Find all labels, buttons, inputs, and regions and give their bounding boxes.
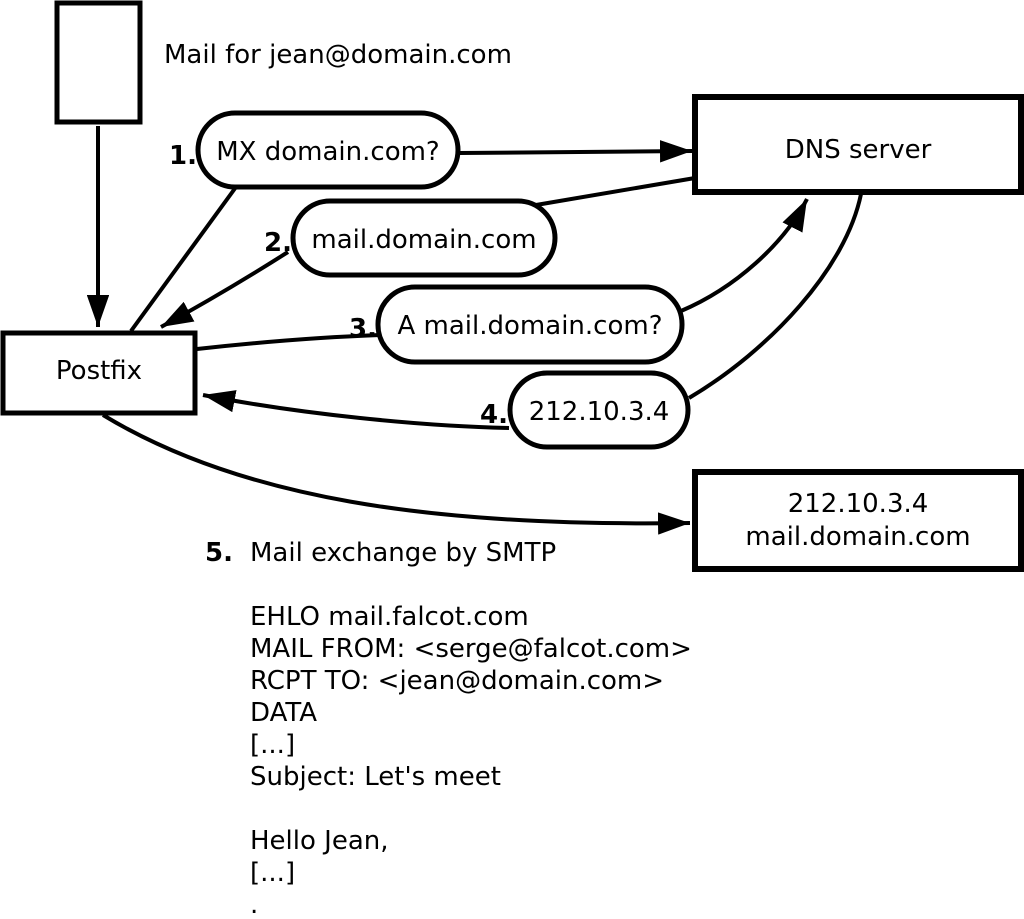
smtp-session-transcript: EHLO mail.falcot.com MAIL FROM: <serge@f… xyxy=(250,602,692,919)
arrow-a-answer-to-postfix xyxy=(202,390,510,430)
arrow-mx-query-to-dns xyxy=(458,140,693,163)
step-5-number: 5. xyxy=(205,538,233,568)
edge-postfix-to-a-query xyxy=(196,333,381,351)
dns-server-node xyxy=(692,94,1024,195)
arrow-mx-answer-to-postfix xyxy=(160,250,290,329)
step-1-label: MX domain.com? xyxy=(216,137,439,167)
step-2-number: 2. xyxy=(264,228,292,258)
step-4-number: 4. xyxy=(480,400,508,430)
smtp-line: MAIL FROM: <serge@falcot.com> xyxy=(250,634,692,664)
postfix-label: Postfix xyxy=(56,356,142,386)
smtp-line: EHLO mail.falcot.com xyxy=(250,602,529,632)
mail-server-ip-label: 212.10.3.4 xyxy=(788,489,929,519)
step-4-label: 212.10.3.4 xyxy=(529,397,670,427)
edge-postfix-to-mx-query xyxy=(129,185,238,333)
smtp-line: [...] xyxy=(250,858,295,888)
step-2-bubble xyxy=(290,198,558,278)
smtp-line: . xyxy=(250,890,258,919)
step-2-label: mail.domain.com xyxy=(311,225,536,255)
step-4-bubble xyxy=(507,370,691,450)
mail-message-node xyxy=(54,0,143,125)
step-3-label: A mail.domain.com? xyxy=(398,311,663,341)
postfix-node xyxy=(0,330,198,416)
smtp-line: [...] xyxy=(250,730,295,760)
smtp-line: RCPT TO: <jean@domain.com> xyxy=(250,666,664,696)
step-3-number: 3. xyxy=(349,314,377,344)
dns-server-label: DNS server xyxy=(785,135,932,165)
smtp-line: Subject: Let's meet xyxy=(250,762,501,792)
step-1-bubble xyxy=(195,110,461,190)
arrow-postfix-to-mail-server xyxy=(101,413,691,535)
mail-annotation: Mail for jean@domain.com xyxy=(164,40,512,70)
smtp-line: Hello Jean, xyxy=(250,826,389,856)
mail-server-hostname-label: mail.domain.com xyxy=(745,522,970,552)
arrow-a-query-to-dns xyxy=(680,198,809,313)
step-3-bubble xyxy=(375,284,685,365)
smtp-line: DATA xyxy=(250,698,317,728)
edge-dns-to-mx-answer xyxy=(535,176,696,207)
mail-server-node xyxy=(692,469,1024,572)
step-5-label: Mail exchange by SMTP xyxy=(250,538,556,568)
step-1-number: 1. xyxy=(169,141,197,171)
edge-dns-to-a-answer xyxy=(687,193,863,400)
